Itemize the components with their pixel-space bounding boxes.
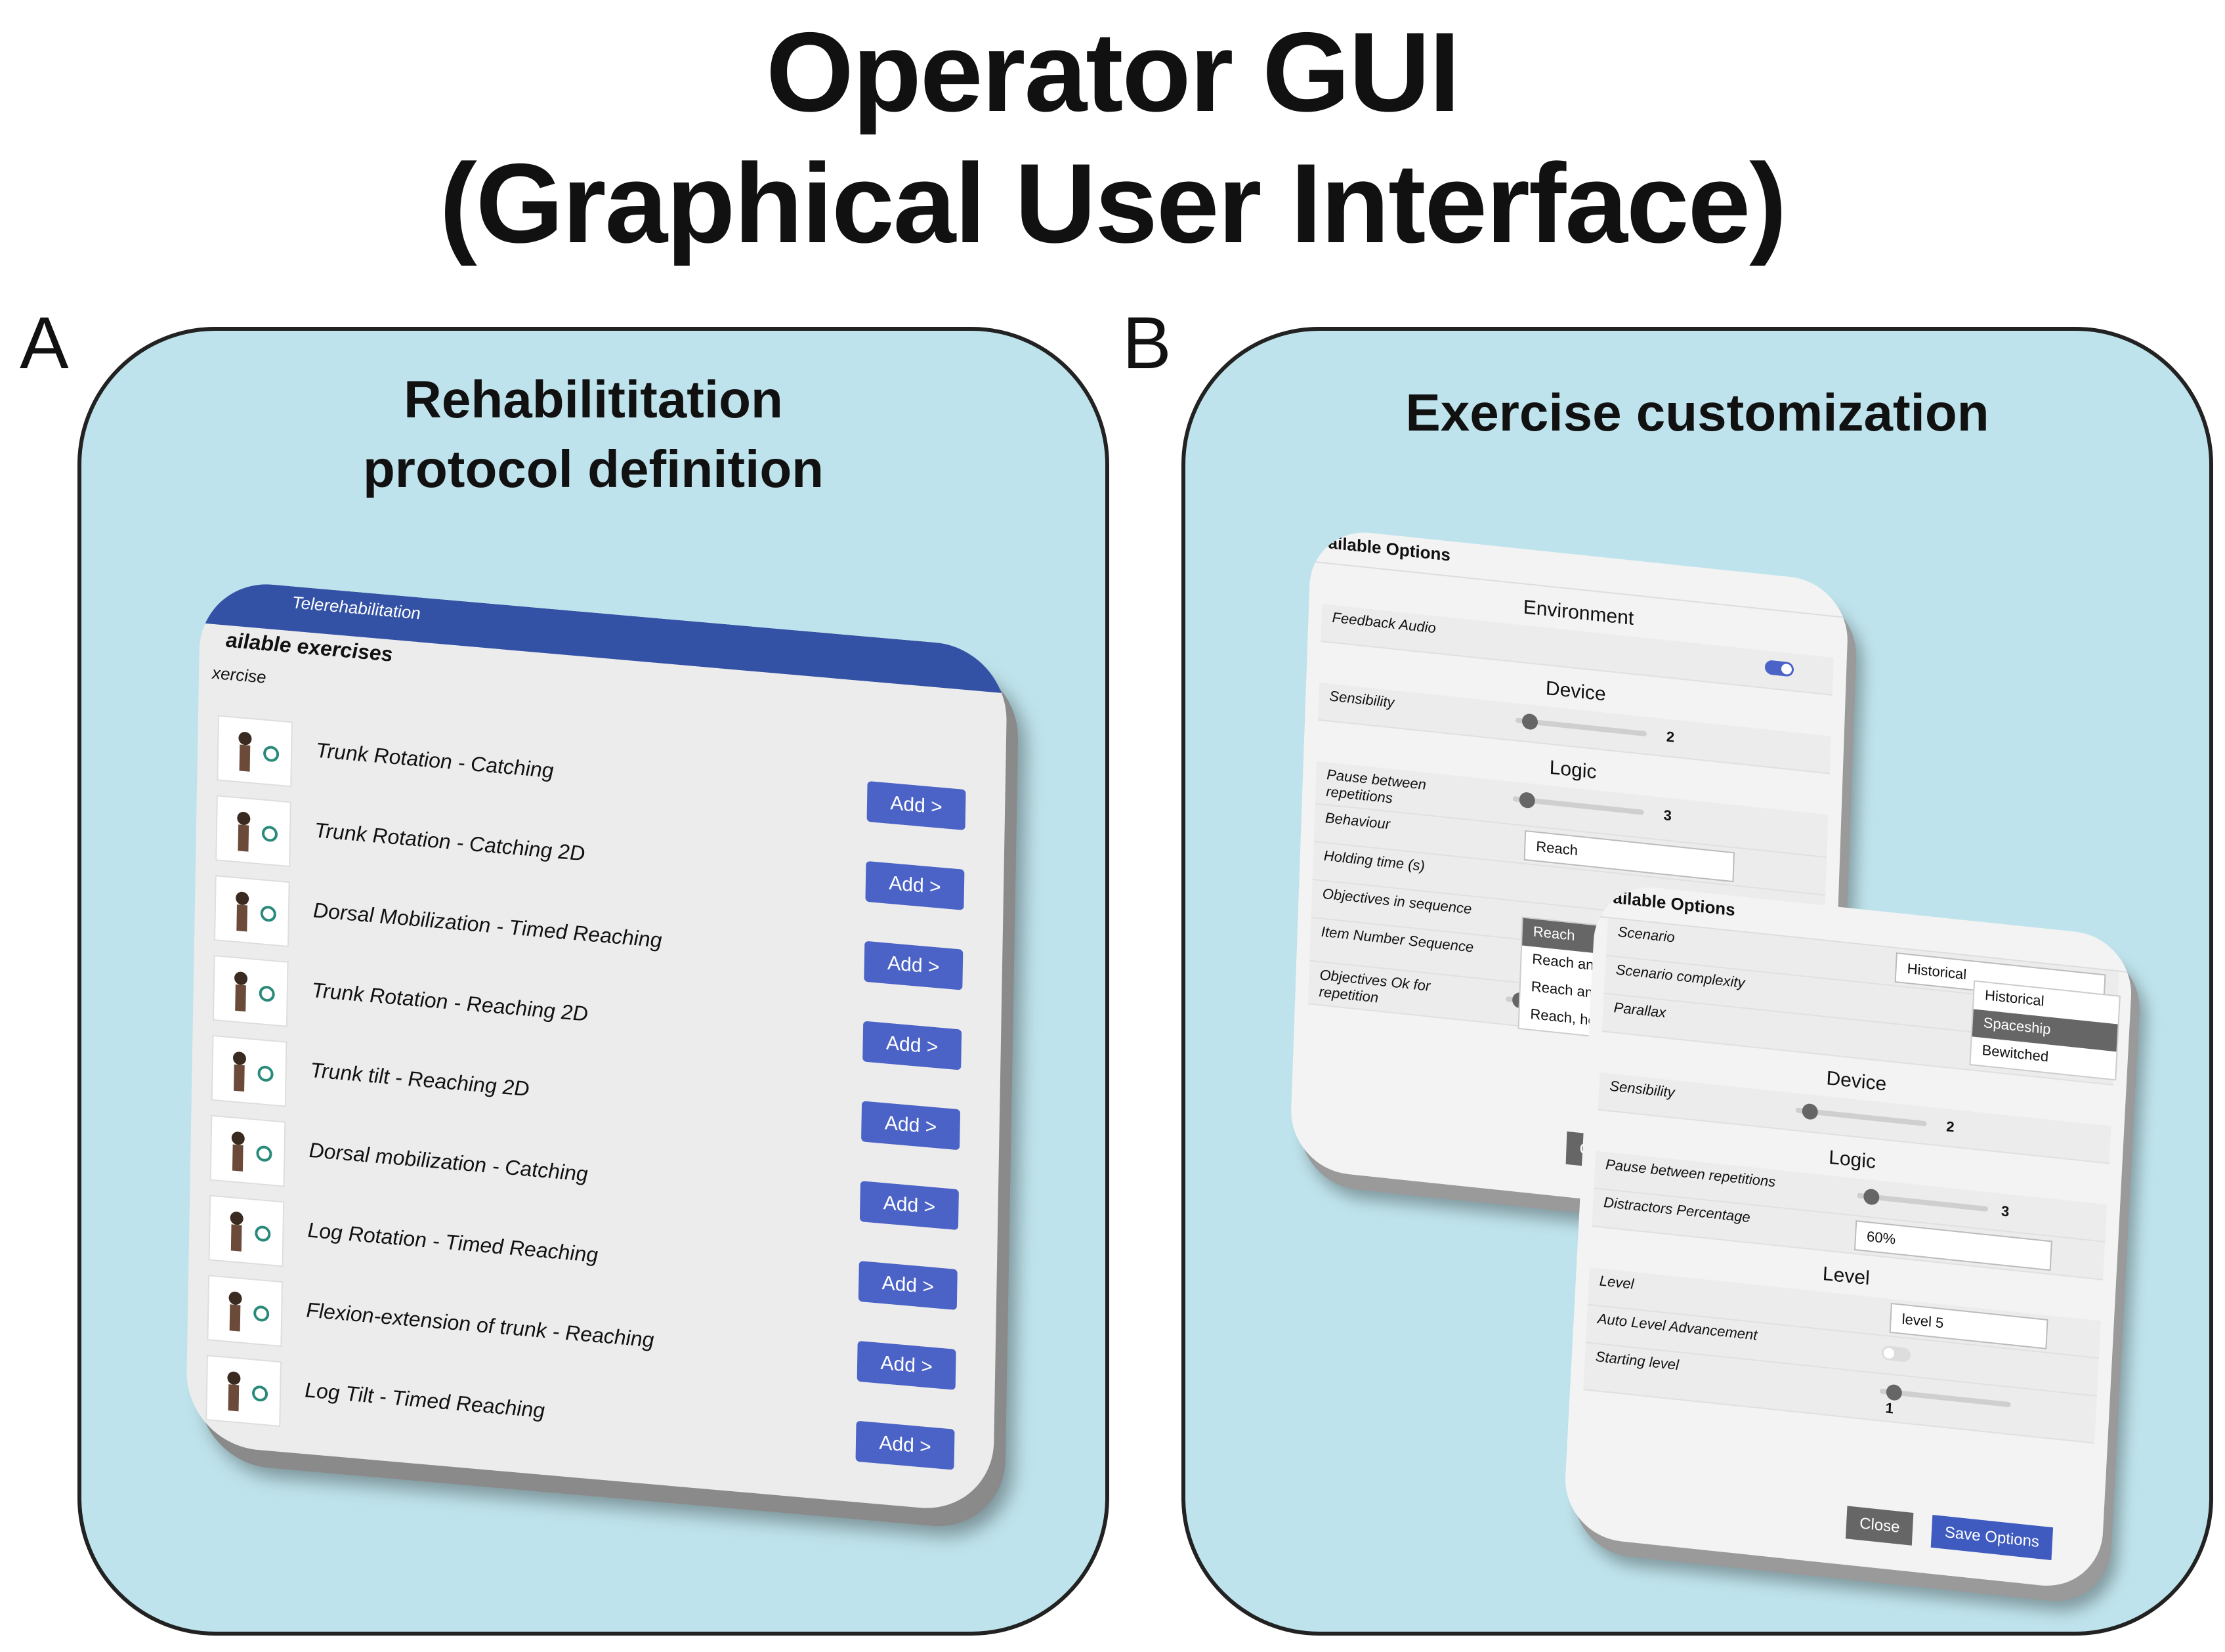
exercise-name: Trunk Rotation - Catching bbox=[315, 738, 554, 783]
exercise-name: Dorsal Mobilization - Timed Reaching bbox=[312, 898, 662, 952]
sensibility-slider[interactable] bbox=[1795, 1107, 1927, 1127]
panel-a-title-line-2: protocol definition bbox=[362, 440, 824, 498]
sensibility-label: Sensibility bbox=[1609, 1077, 1676, 1101]
exercise-thumbnail bbox=[209, 1114, 286, 1187]
level-label: Level bbox=[1599, 1272, 1635, 1292]
sensibility-slider[interactable] bbox=[1515, 717, 1647, 737]
figure-title-line-2: (Graphical User Interface) bbox=[439, 140, 1787, 266]
exercise-thumbnail bbox=[214, 875, 290, 948]
feedback-audio-toggle[interactable] bbox=[1764, 660, 1794, 677]
exercise-name: Log Rotation - Timed Reaching bbox=[307, 1218, 599, 1267]
panel-a-letter: A bbox=[20, 302, 69, 384]
options-dialog-scenario: ailable Options Scenario Historical Scen… bbox=[1562, 881, 2134, 1592]
exercise-thumbnail bbox=[207, 1275, 284, 1347]
pause-slider[interactable] bbox=[1857, 1193, 1989, 1212]
starting-level-value: 1 bbox=[1884, 1399, 1894, 1417]
add-exercise-button[interactable]: Add > bbox=[858, 1260, 958, 1311]
panel-a-title: Rehabilititation protocol definition bbox=[81, 365, 1105, 504]
scenario-dropdown: Historical Spaceship Bewitched bbox=[1969, 980, 2121, 1081]
add-exercise-button[interactable]: Add > bbox=[859, 1181, 959, 1231]
exercise-name: Dorsal mobilization - Catching bbox=[308, 1137, 588, 1186]
auto-level-toggle[interactable] bbox=[1881, 1345, 1911, 1363]
panel-b-letter: B bbox=[1122, 302, 1172, 384]
figure-title-line-1: Operator GUI bbox=[766, 9, 1460, 135]
protocol-screen: Telerehabilitation ailable exercises xer… bbox=[185, 578, 1008, 1514]
exercise-row: Trunk tilt - Reaching 2D Add > bbox=[192, 1029, 1000, 1177]
exercise-thumbnail bbox=[212, 955, 289, 1027]
add-exercise-button[interactable]: Add > bbox=[855, 1420, 955, 1470]
exercise-thumbnail bbox=[215, 795, 291, 868]
exercise-row: Trunk Rotation - Catching 2D Add > bbox=[196, 790, 1004, 937]
starting-level-slider[interactable] bbox=[1879, 1388, 2011, 1408]
feedback-audio-label: Feedback Audio bbox=[1332, 608, 1437, 637]
exercise-name: Trunk Rotation - Reaching 2D bbox=[311, 978, 589, 1026]
pause-value: 3 bbox=[2001, 1202, 2010, 1220]
add-exercise-button[interactable]: Add > bbox=[866, 780, 966, 831]
exercise-row: Trunk Rotation - Reaching 2D Add > bbox=[193, 949, 1002, 1097]
exercise-thumbnail bbox=[208, 1195, 285, 1267]
exercise-name: Trunk Rotation - Catching 2D bbox=[314, 818, 585, 866]
sensibility-value: 2 bbox=[1666, 728, 1675, 746]
pause-value: 3 bbox=[1663, 807, 1672, 824]
panel-a-title-line-1: Rehabilititation bbox=[404, 370, 783, 429]
exercise-thumbnail bbox=[211, 1034, 287, 1107]
add-exercise-button[interactable]: Add > bbox=[865, 860, 965, 910]
add-exercise-button[interactable]: Add > bbox=[857, 1340, 956, 1390]
pause-slider[interactable] bbox=[1512, 795, 1644, 815]
add-exercise-button[interactable]: Add > bbox=[861, 1101, 961, 1151]
exercise-thumbnail bbox=[217, 715, 293, 788]
save-options-button[interactable]: Save Options bbox=[1930, 1515, 2054, 1561]
add-exercise-button[interactable]: Add > bbox=[862, 1021, 962, 1070]
exercise-name: Log Tilt - Timed Reaching bbox=[304, 1378, 545, 1423]
panel-protocol-definition: Rehabilititation protocol definition Tel… bbox=[77, 327, 1109, 1636]
exercise-thumbnail bbox=[205, 1355, 282, 1427]
close-button[interactable]: Close bbox=[1845, 1506, 1914, 1546]
exercise-name: Trunk tilt - Reaching 2D bbox=[310, 1057, 530, 1101]
panel-exercise-customization: Exercise customization ailable Options E… bbox=[1181, 327, 2213, 1636]
sensibility-label: Sensibility bbox=[1329, 687, 1395, 711]
exercise-name: Flexion-extension of trunk - Reaching bbox=[306, 1298, 654, 1352]
sensibility-value: 2 bbox=[1945, 1118, 1955, 1135]
add-exercise-button[interactable]: Add > bbox=[864, 941, 964, 990]
panel-b-title: Exercise customization bbox=[1405, 383, 1989, 442]
